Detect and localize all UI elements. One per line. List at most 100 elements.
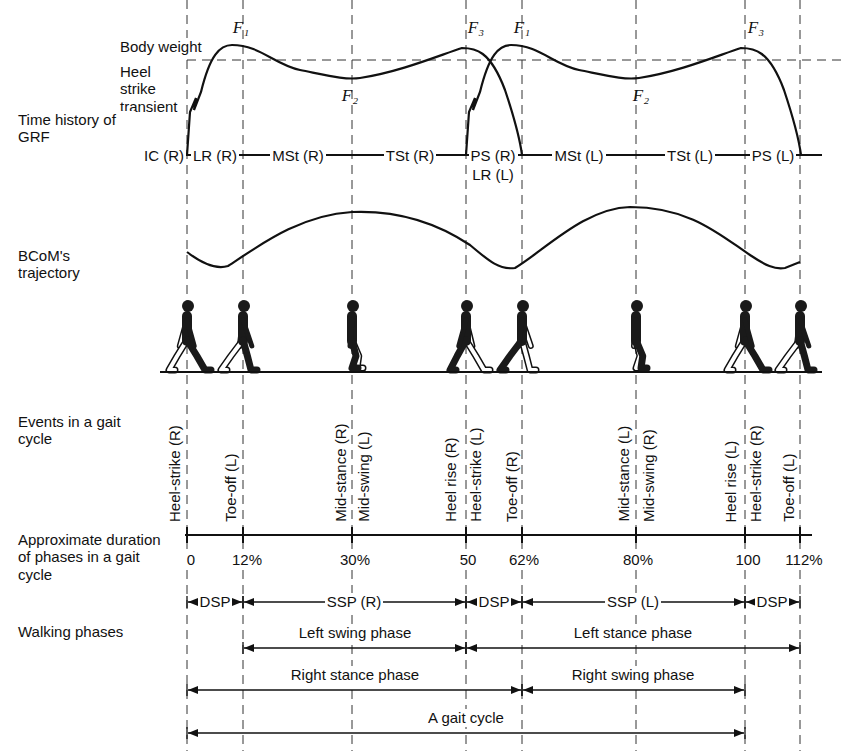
phase-divider (522, 0, 523, 751)
phase-label: MSt (R) (270, 147, 326, 164)
arrow-end-tick (186, 596, 187, 608)
walking-figure (778, 300, 814, 370)
grf-right-curve (187, 45, 522, 155)
head (182, 300, 194, 312)
head (740, 300, 752, 312)
event-label: Heel-strike (L) (467, 426, 484, 524)
arrow-end-tick (465, 596, 466, 608)
force-label: F₂ (340, 86, 360, 106)
walking-figure (631, 300, 647, 368)
force-label: F₁ (512, 18, 532, 38)
phase-arrows (187, 596, 800, 739)
phase-name: SSP (R) (325, 593, 384, 610)
head (795, 300, 807, 312)
head (461, 300, 473, 312)
leg (745, 340, 769, 370)
arm (243, 320, 252, 346)
arm (350, 320, 352, 346)
arrow-end-tick (242, 596, 243, 608)
phase-name: Right stance phase (289, 666, 421, 683)
percent-label: 12% (230, 551, 264, 568)
event-label: Mid-swing (R) (639, 427, 656, 524)
phase-divider (466, 0, 467, 751)
percent-label: 100 (733, 551, 762, 568)
phase-name: A gait cycle (426, 709, 506, 726)
phase-arrow (523, 689, 744, 690)
phase-name: DSP (477, 593, 512, 610)
head (631, 300, 643, 312)
walking-figure (221, 300, 257, 370)
event-label: Heel rise (L) (722, 438, 739, 524)
leg-fill (352, 340, 363, 368)
arrow-end-tick (242, 596, 243, 608)
phase-name: SSP (L) (605, 593, 661, 610)
arrow-end-tick (465, 642, 466, 654)
arrow-end-tick (465, 596, 466, 608)
axis-tick (744, 527, 746, 543)
phase-label: IC (R) (142, 147, 186, 164)
event-label: Heel-strike (R) (746, 423, 763, 524)
arm (459, 320, 466, 346)
arrow-end-tick (242, 642, 243, 654)
percent-label: 112% (783, 551, 824, 568)
event-label: Mid-stance (L) (615, 424, 632, 524)
arrow-end-tick (186, 684, 187, 696)
force-label: F₃ (746, 18, 766, 38)
leg-outline (352, 340, 363, 368)
phase-name: DSP (755, 593, 790, 610)
axis-tick (635, 527, 637, 543)
arrow-end-tick (744, 596, 745, 608)
arm-fill (634, 320, 636, 346)
head (238, 300, 250, 312)
axis-tick (186, 527, 188, 543)
force-label: F₁ (231, 18, 251, 38)
phase-divider (745, 0, 746, 751)
percent-label: 50 (458, 551, 479, 568)
walking-figures (169, 300, 814, 370)
phase-arrow (467, 647, 799, 648)
events-axis (185, 534, 812, 536)
arrow-end-tick (186, 727, 187, 739)
phase-label: PS (R) (469, 147, 518, 164)
phase-label: TSt (L) (665, 147, 715, 164)
phase-label: LR (L) (470, 166, 516, 183)
event-label: Toe-off (R) (502, 449, 519, 524)
force-label: F₃ (466, 18, 486, 38)
arrow-end-tick (521, 596, 522, 608)
grf-left-curve (466, 45, 801, 155)
bcom-trajectory (187, 207, 800, 268)
arrow-end-tick (744, 596, 745, 608)
body-weight-line (187, 60, 844, 61)
arrow-end-tick (521, 684, 522, 696)
row-label: Walking phases (16, 623, 125, 640)
annotation: Heel strike transient (118, 63, 188, 115)
axis-ticks (187, 527, 800, 543)
phase-name: Left swing phase (297, 624, 414, 641)
arrow-end-tick (744, 727, 745, 739)
percent-label: 30% (338, 551, 372, 568)
ground-line (160, 371, 822, 373)
walking-figure (450, 300, 490, 370)
axis-label: Body weight (118, 38, 204, 55)
phase-divider (243, 0, 244, 751)
event-label: Heel rise (R) (442, 436, 459, 524)
arm-outline (634, 320, 636, 346)
axis-tick (242, 527, 244, 543)
event-label: Mid-stance (R) (331, 422, 348, 524)
arrow-end-tick (521, 596, 522, 608)
phase-label: PS (L) (750, 147, 797, 164)
leg (352, 340, 358, 368)
walking-figure (347, 300, 363, 368)
phase-divider (187, 0, 188, 751)
phase-label: LR (R) (191, 147, 239, 164)
phase-divider (800, 0, 801, 751)
phase-label: TSt (R) (384, 147, 436, 164)
arm (519, 320, 522, 346)
walking-figure (169, 300, 211, 370)
arrow-end-tick (465, 642, 466, 654)
leg-outline (466, 340, 490, 370)
percent-label: 80% (621, 551, 655, 568)
walking-figure (500, 300, 536, 370)
event-label: Toe-off (L) (222, 452, 239, 524)
head (347, 300, 359, 312)
